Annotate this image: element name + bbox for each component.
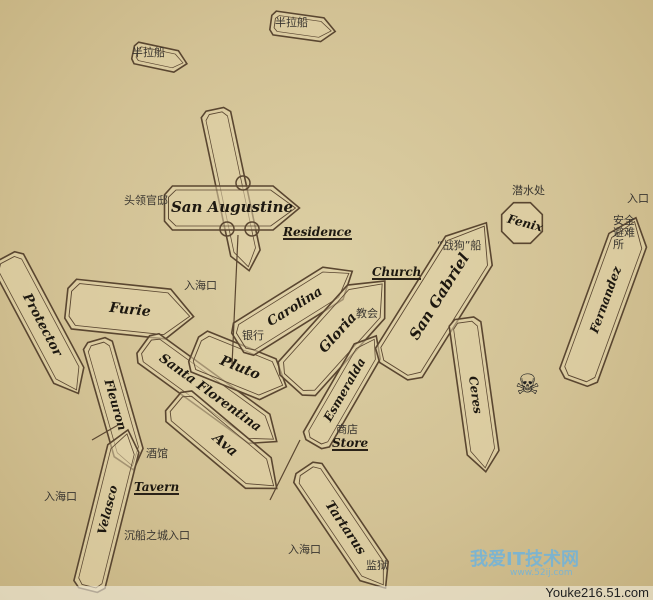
- footer-band: [0, 586, 653, 600]
- ship-fernandez: Fernandez: [558, 216, 648, 388]
- mooring-ring: [235, 175, 251, 191]
- mooring-ring: [244, 221, 260, 237]
- ship-pluto: Pluto: [187, 330, 288, 401]
- ship-san-augustine: San Augustine: [163, 185, 301, 231]
- ship-tartarus: Tartarus: [292, 461, 390, 590]
- ship-hull: [268, 10, 337, 43]
- site-credit: Youke216.51.com: [545, 585, 649, 600]
- label-chief-residence: 头领官邸: [124, 194, 168, 207]
- skull-crossbones-icon: ☠: [515, 368, 541, 401]
- label-war-dog-ship: “战狗”船: [437, 239, 482, 252]
- ship-name-label: Furie: [108, 300, 152, 320]
- label-safe-house: 安全避难所: [613, 214, 635, 251]
- ship-hull: [130, 41, 189, 74]
- label-sea-entrance: 入海口: [184, 279, 217, 292]
- label-city-entrance: 沉船之城入口: [124, 529, 190, 542]
- label-tavern-cn: 酒馆: [146, 447, 168, 460]
- ship-name-label: San Augustine: [171, 198, 293, 216]
- label-entrance: 入口: [627, 192, 649, 205]
- rope-bridge: [91, 424, 119, 441]
- ship-furie: Furie: [63, 278, 195, 340]
- district-tavern: Tavern: [134, 480, 180, 495]
- ship-velasco: Velasco: [73, 428, 140, 594]
- ship-name-label: Ceres: [466, 375, 485, 415]
- label-sea-entrance: 入海口: [288, 543, 321, 556]
- label-sea-entrance: 入海口: [44, 490, 77, 503]
- label-half-boat: 半拉船: [275, 16, 308, 29]
- ship-ceres: Ceres: [448, 316, 500, 473]
- label-half-boat: 半拉船: [132, 46, 165, 59]
- ship-fenix: Fenix: [500, 201, 545, 245]
- mooring-ring: [219, 221, 235, 237]
- label-diving-spot: 潜水处: [512, 184, 545, 197]
- label-prison: 监狱: [366, 559, 388, 572]
- rope-bridge: [269, 439, 301, 501]
- district-store: Store: [332, 436, 369, 451]
- watermark-title: 我爱IT技术网: [470, 549, 579, 570]
- district-church: Church: [372, 265, 422, 280]
- label-church-cn: 教会: [356, 307, 378, 320]
- label-store-cn: 商店: [336, 423, 358, 436]
- ship-ava: Ava: [164, 390, 278, 490]
- rope-bridge: [231, 234, 239, 366]
- district-residence: Residence: [283, 225, 352, 240]
- label-bank: 银行: [242, 329, 264, 342]
- watermark-url: www.52ij.com: [510, 568, 573, 578]
- ship-san-gabriel: San Gabriel: [374, 221, 494, 381]
